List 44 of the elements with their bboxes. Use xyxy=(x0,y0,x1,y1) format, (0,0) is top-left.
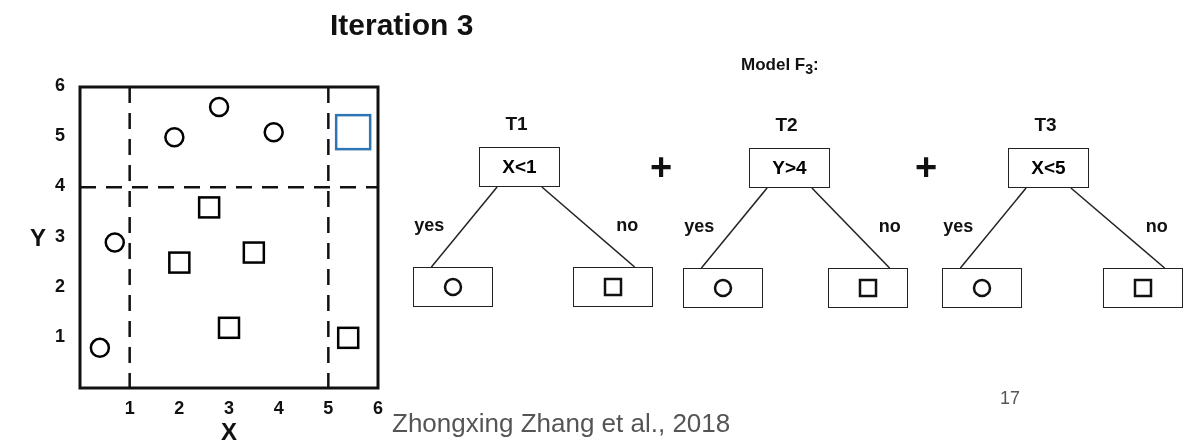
split-node: X<5 xyxy=(1008,148,1089,188)
tick-label: 6 xyxy=(373,398,383,419)
leaf-box xyxy=(942,268,1022,308)
tick-label: 1 xyxy=(124,398,135,419)
leaf-box xyxy=(573,267,653,307)
branch-line xyxy=(811,187,891,269)
tick-label: 6 xyxy=(55,75,65,96)
title: Iteration 3 xyxy=(330,8,474,42)
tick-label: 5 xyxy=(323,398,334,419)
tree-name: T2 xyxy=(775,114,798,136)
tick-label: 2 xyxy=(55,275,65,297)
tick-label: 4 xyxy=(55,175,65,197)
split-node: X<1 xyxy=(479,147,560,187)
edge-label: yes xyxy=(684,216,715,237)
plus-sign: + xyxy=(915,146,938,189)
edge-label: no xyxy=(616,215,639,236)
branch-line xyxy=(959,187,1027,269)
leaf-box xyxy=(413,267,493,307)
page-number: 17 xyxy=(1000,388,1021,409)
edge-label: yes xyxy=(943,216,974,237)
edge-label: no xyxy=(1145,216,1168,237)
tick-label: 1 xyxy=(55,325,65,347)
edge-label: yes xyxy=(414,215,445,236)
branch-line xyxy=(1070,187,1166,269)
branch-line xyxy=(541,186,636,268)
citation: Zhongxing Zhang et al., 2018 xyxy=(392,408,731,439)
axis-label: Y xyxy=(30,223,46,252)
tick-label: 3 xyxy=(224,398,234,419)
tick-label: 3 xyxy=(55,225,65,247)
tick-label: 2 xyxy=(174,398,185,419)
model-caption: Model F$_{3}$: xyxy=(741,55,819,78)
branch-line xyxy=(700,187,768,269)
tick-label: 5 xyxy=(55,125,65,147)
tick-label: 4 xyxy=(273,398,284,419)
branch-line xyxy=(430,186,498,268)
tree-name: T1 xyxy=(505,113,528,135)
leaf-box xyxy=(828,268,908,308)
plus-sign: + xyxy=(650,146,673,189)
leaf-box xyxy=(1103,268,1183,308)
leaf-box xyxy=(683,268,763,308)
tree-name: T3 xyxy=(1034,114,1057,136)
split-node: Y>4 xyxy=(749,148,830,188)
axis-label: X xyxy=(221,418,237,446)
edge-label: no xyxy=(878,216,901,237)
